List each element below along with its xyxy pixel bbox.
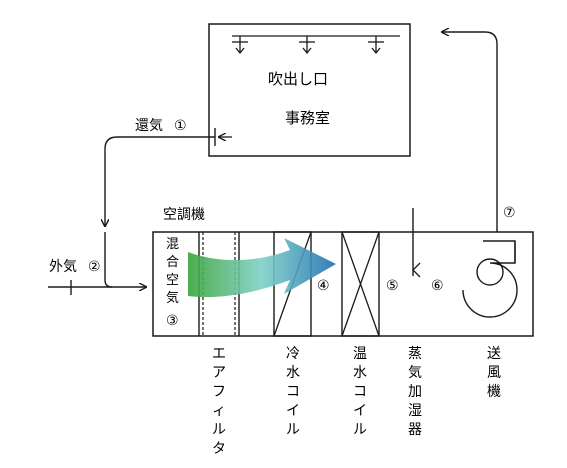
svg-text:気: 気 bbox=[166, 290, 179, 306]
svg-text:温: 温 bbox=[353, 346, 367, 362]
svg-text:器: 器 bbox=[408, 422, 422, 438]
svg-text:気: 気 bbox=[408, 365, 422, 381]
svg-text:湿: 湿 bbox=[408, 403, 422, 419]
point-4: ④ bbox=[317, 278, 330, 294]
svg-text:冷: 冷 bbox=[286, 346, 300, 362]
svg-text:コ: コ bbox=[286, 384, 300, 400]
svg-text:ル: ル bbox=[212, 422, 226, 438]
steam-humidifier bbox=[412, 208, 421, 278]
svg-text:イ: イ bbox=[353, 403, 367, 419]
svg-text:合: 合 bbox=[166, 255, 179, 270]
svg-text:フ: フ bbox=[212, 384, 226, 400]
point-2: ② bbox=[88, 259, 101, 275]
fan-icon bbox=[462, 240, 518, 318]
svg-text:水: 水 bbox=[353, 365, 367, 381]
outlet-label: 吹出し口 bbox=[268, 70, 328, 88]
diffuser-icon bbox=[299, 36, 315, 55]
room-name: 事務室 bbox=[285, 109, 330, 127]
steam-humidifier-label: 蒸 気 加 湿 器 bbox=[408, 346, 422, 438]
point-7: ⑦ bbox=[503, 205, 516, 221]
mixed-air-label: 混 合 空 気 bbox=[166, 237, 179, 306]
diffuser-icon bbox=[368, 36, 384, 55]
svg-text:イ: イ bbox=[286, 403, 300, 419]
supply-duct bbox=[442, 32, 498, 232]
hot-water-coil bbox=[341, 231, 380, 337]
point-5: ⑤ bbox=[386, 278, 399, 294]
return-duct bbox=[105, 136, 215, 226]
svg-text:ィ: ィ bbox=[212, 403, 226, 419]
svg-text:水: 水 bbox=[286, 365, 300, 381]
ahu-title: 空調機 bbox=[163, 207, 205, 223]
return-air-label: 還気 bbox=[135, 118, 163, 134]
svg-text:ア: ア bbox=[212, 365, 226, 381]
svg-text:送: 送 bbox=[487, 346, 501, 362]
airflow-arrow bbox=[188, 238, 336, 298]
svg-text:混: 混 bbox=[166, 237, 179, 252]
office-room: 吹出し口 事務室 bbox=[208, 23, 411, 157]
outside-air-label: 外気 bbox=[49, 259, 77, 275]
svg-text:ル: ル bbox=[286, 422, 300, 438]
svg-text:加: 加 bbox=[408, 384, 422, 400]
point-3: ③ bbox=[166, 313, 179, 329]
svg-text:風: 風 bbox=[487, 365, 501, 381]
svg-text:タ: タ bbox=[212, 441, 226, 457]
fan-label: 送 風 機 bbox=[487, 346, 501, 400]
cold-water-coil-label: 冷 水 コ イ ル bbox=[286, 346, 300, 438]
svg-text:空: 空 bbox=[166, 273, 179, 288]
svg-text:機: 機 bbox=[487, 384, 501, 400]
svg-text:エ: エ bbox=[212, 346, 226, 362]
svg-text:ル: ル bbox=[353, 422, 367, 438]
hot-water-coil-label: 温 水 コ イ ル bbox=[353, 346, 367, 438]
svg-text:コ: コ bbox=[353, 384, 367, 400]
point-1: ① bbox=[174, 118, 187, 134]
return-to-mix-duct bbox=[104, 232, 113, 288]
svg-text:蒸: 蒸 bbox=[408, 346, 422, 362]
diffuser-icon bbox=[232, 36, 248, 55]
point-6: ⑥ bbox=[431, 278, 444, 294]
air-filter-label: エ ア フ ィ ル タ bbox=[212, 346, 226, 457]
